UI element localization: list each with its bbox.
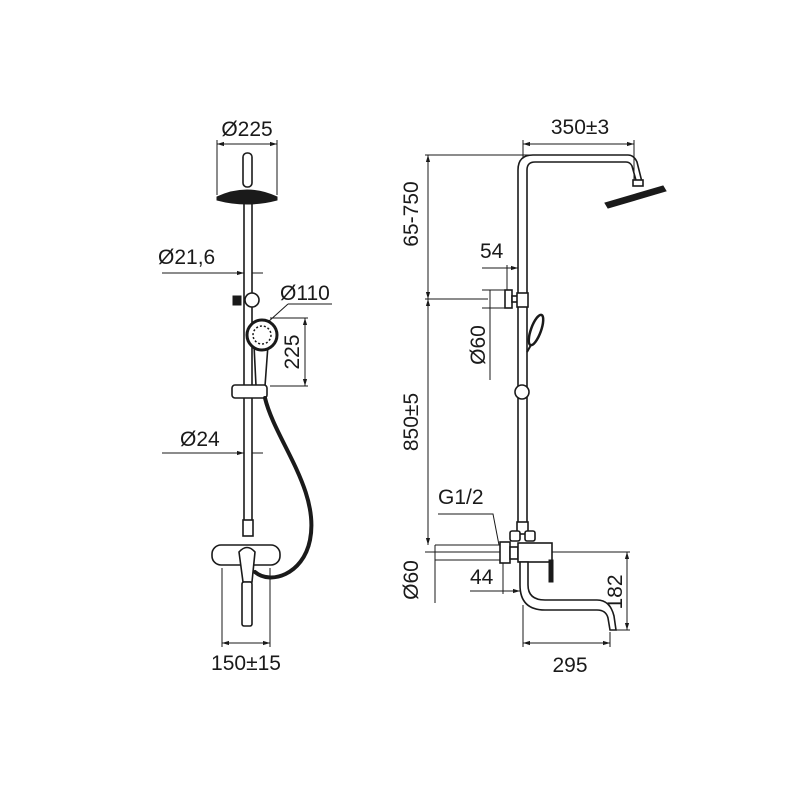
pipe-holder: [244, 292, 260, 308]
valve-knob-left: [509, 530, 521, 542]
shower-pole: [243, 199, 253, 526]
coupling: [516, 521, 529, 535]
dim-main-height: 850±5: [400, 393, 423, 451]
side-view: Ø225 Ø21,6 Ø110 225 Ø24: [158, 118, 332, 675]
coupling: [242, 519, 254, 537]
inlet-nut: [509, 546, 519, 560]
dim-spout-length: 295: [552, 654, 587, 677]
front-view: 350±3 65-750 54 Ø60 850±5 G1/2: [400, 116, 667, 677]
hand-shower: [527, 313, 545, 347]
shower-hose: [253, 396, 314, 580]
dim-hand-shower-length: 225: [281, 334, 304, 369]
dim-bracket-offset: 54: [480, 240, 504, 263]
dim-arm-length: 350±3: [551, 116, 609, 139]
mixer-lever: [238, 546, 256, 583]
holder-screw: [232, 295, 242, 306]
dim-lower-pipe-diameter: Ø24: [180, 428, 220, 451]
dim-spout-height: 182: [604, 574, 627, 609]
rain-shower-head: [604, 185, 667, 209]
bath-spout: [519, 561, 617, 631]
label-thread: G1/2: [438, 486, 484, 509]
spout: [241, 581, 253, 627]
dim-hand-shower-diameter: Ø110: [280, 282, 330, 305]
dim-inlet-spacing: 150±15: [211, 652, 281, 675]
valve-knob-right: [524, 530, 536, 542]
shower-head: [216, 189, 278, 205]
mixer-body: [517, 542, 553, 563]
dim-upper-height: 65-750: [400, 181, 423, 246]
dim-shower-head-diameter: Ø225: [221, 118, 272, 141]
wall-bracket-clamp: [516, 292, 529, 308]
dim-upper-pipe-diameter: Ø21,6: [158, 246, 215, 269]
mixer-lever: [548, 559, 554, 583]
dim-inlet-depth: 44: [470, 566, 494, 589]
shower-arm-stem: [242, 152, 253, 188]
dim-escutcheon-diameter: Ø60: [400, 560, 423, 600]
slider: [231, 384, 268, 399]
hand-shower-head: [245, 318, 279, 352]
inlet-escutcheon: [499, 541, 511, 564]
head-joint: [632, 179, 644, 187]
dim-bracket-diameter: Ø60: [467, 325, 490, 365]
slider-ball: [514, 384, 530, 400]
wall-bracket-plate: [504, 289, 513, 309]
